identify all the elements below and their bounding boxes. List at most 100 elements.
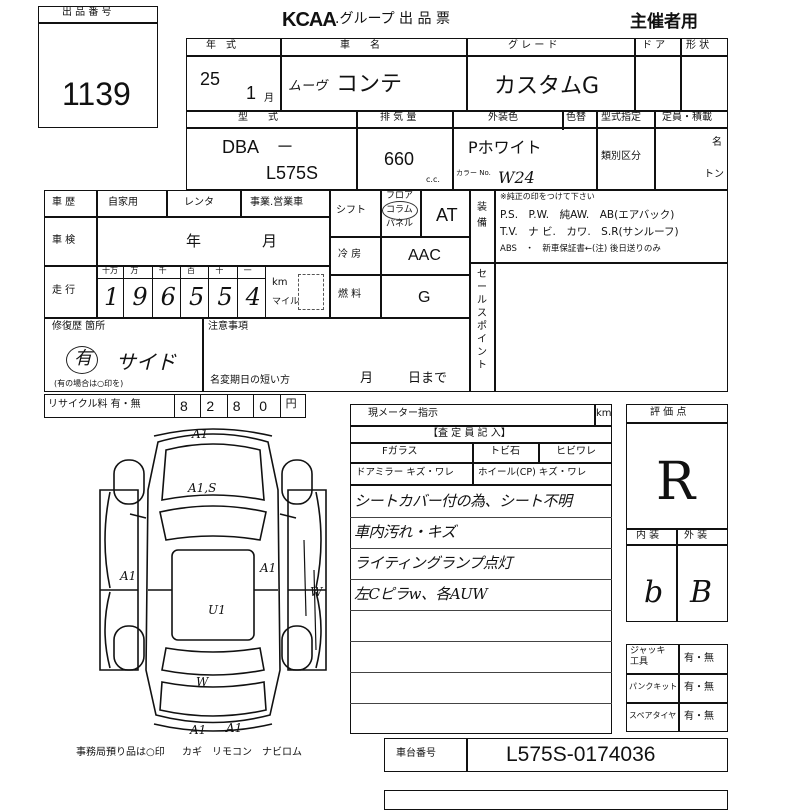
mileage-label: 走 行 bbox=[52, 285, 76, 296]
car-name-value: コンテ bbox=[336, 72, 403, 97]
mileage-unit-checkbox bbox=[298, 274, 324, 310]
organizer-label: 主催者用 bbox=[630, 12, 698, 32]
chassis-number: L575S-0174036 bbox=[506, 743, 656, 766]
mileage-digit: 6 bbox=[160, 283, 176, 311]
tons-unit: トン bbox=[704, 169, 724, 180]
door-label: ド ア bbox=[642, 40, 666, 51]
brand-logo: KCAA bbox=[282, 9, 337, 31]
form-title: .グループ 出 品 票 bbox=[335, 11, 450, 27]
interior-value: b bbox=[644, 575, 664, 610]
damage-mark-tailgate: W bbox=[196, 675, 210, 689]
category-label: 類別区分 bbox=[601, 151, 641, 162]
type-spec-label: 型式指定 bbox=[601, 112, 641, 123]
recycle-label: リサイクル料 有・無 bbox=[48, 399, 141, 410]
mileage-place-label: 十万 bbox=[102, 266, 118, 275]
shaken-label: 車 検 bbox=[52, 235, 76, 246]
persons-unit: 名 bbox=[712, 137, 722, 148]
office-note: 事務局預り品は○印 bbox=[76, 747, 165, 758]
rating-label: 評 価 点 bbox=[650, 407, 687, 418]
vehicle-info-grid bbox=[186, 38, 728, 190]
recycle-row bbox=[44, 394, 306, 418]
mileage-digit: 5 bbox=[217, 283, 233, 311]
damage-mark-front: A1 bbox=[191, 427, 208, 441]
color-no-value: W24 bbox=[498, 168, 535, 187]
mileage-place-label: 十 bbox=[215, 266, 224, 275]
equipment-line2: T.V. ナ ビ. カワ. S.R(サンルーフ) bbox=[500, 226, 679, 238]
model-value-prefix: DBA － bbox=[222, 137, 295, 157]
mileage-km-unit: km bbox=[272, 277, 288, 288]
notes-label: 注意事項 bbox=[208, 321, 248, 332]
model-value: L575S bbox=[266, 163, 319, 183]
exterior-label: 外 装 bbox=[684, 530, 708, 541]
meter-unit: km bbox=[596, 408, 612, 419]
recycle-digit: 8 bbox=[232, 398, 241, 414]
month-value: 1 bbox=[246, 83, 257, 103]
color-no-label: カラー No. bbox=[456, 169, 491, 177]
color-value: Pホワイト bbox=[468, 138, 542, 157]
tobi-ishi-label: トビ石 bbox=[490, 446, 520, 457]
f-glass-label: Fガラス bbox=[382, 446, 418, 457]
damage-mark-rear-left: A1 bbox=[189, 723, 206, 737]
body-label: 形 状 bbox=[686, 40, 710, 51]
shift-value: AT bbox=[436, 205, 458, 225]
history-label: 車 歴 bbox=[52, 197, 76, 208]
damage-mark-right-door: A1 bbox=[259, 561, 276, 575]
repair-circle bbox=[66, 346, 98, 374]
mileage-digit: 4 bbox=[245, 283, 261, 311]
cc-unit: c.c. bbox=[426, 175, 440, 184]
mileage-place-label: 千 bbox=[158, 266, 167, 275]
recycle-unit: 円 bbox=[285, 398, 297, 410]
exterior-value: B bbox=[690, 575, 713, 610]
chassis-box bbox=[384, 738, 728, 772]
car-name-label: 車 名 bbox=[340, 40, 380, 51]
sales-point-label: セールスポイント bbox=[477, 269, 487, 371]
inspector-note-line: シートカバー付の為、シート不明 bbox=[354, 492, 572, 510]
spare-tire-value: 有・無 bbox=[684, 711, 714, 722]
color-change-label: 色替 bbox=[566, 112, 586, 123]
history-rental: レンタ bbox=[184, 197, 214, 208]
inspector-note-line: ライティングランプ点灯 bbox=[354, 554, 512, 572]
shift-panel: パネル bbox=[386, 219, 414, 229]
aircon-label: 冷 房 bbox=[338, 249, 362, 260]
shift-column-circle bbox=[382, 201, 418, 220]
car-damage-diagram: A1 A1,S A1 A1 U1 W A1 A1 W bbox=[99, 427, 327, 737]
shaken-year-unit: 年 bbox=[186, 232, 202, 250]
recycle-digit: 0 bbox=[259, 398, 267, 414]
mileage-place-label: 一 bbox=[243, 266, 252, 275]
spare-tire-label: スペアタイヤ bbox=[629, 711, 677, 720]
puncture-kit-label: パンクキット bbox=[629, 682, 678, 691]
capacity-label: 定員・積載 bbox=[662, 112, 712, 123]
rating-value: R bbox=[656, 452, 696, 512]
damage-mark-hood: A1,S bbox=[187, 481, 216, 495]
equipment-line3: ABS ・ 新車保証書←(注) 後日送りのみ bbox=[500, 244, 661, 254]
inspector-handwritten-notes: シートカバー付の為、シート不明車内汚れ・キズライティングランプ点灯左Cピラw、各… bbox=[350, 486, 612, 734]
shift-floor: フロア bbox=[386, 191, 414, 201]
equipment-line1: P.S. P.W. 純AW. AB(エアバック) bbox=[500, 209, 675, 221]
mileage-cell: 十万 1 bbox=[96, 265, 125, 318]
meter-label: 現メーター指示 bbox=[368, 408, 438, 419]
equipment-note: ※純正の印をつけて下さい bbox=[500, 192, 595, 201]
history-private: 自家用 bbox=[108, 197, 138, 208]
repair-handwritten: サイド bbox=[116, 350, 176, 374]
bottom-box-edge bbox=[384, 790, 728, 810]
mileage-digit: 1 bbox=[104, 283, 120, 311]
model-label: 型 式 bbox=[238, 112, 278, 123]
lot-number: 1139 bbox=[62, 76, 131, 112]
shift-label: シフト bbox=[336, 205, 366, 216]
meter-box bbox=[350, 404, 612, 426]
grade-value: カスタムG bbox=[494, 74, 600, 99]
mileage-digit: 5 bbox=[189, 283, 205, 311]
displacement-value: 660 bbox=[384, 149, 415, 169]
equipment-block bbox=[470, 190, 728, 392]
repair-label: 修復歴 箇所 bbox=[52, 321, 106, 332]
hibi-ware-label: ヒビワレ bbox=[556, 446, 596, 457]
damage-mark-rear-right: A1 bbox=[225, 721, 242, 735]
equipment-label: 装 備 bbox=[477, 202, 487, 229]
fuel-value: G bbox=[418, 289, 431, 306]
shaken-month-unit: 月 bbox=[262, 232, 278, 250]
jack-value: 有・無 bbox=[684, 653, 714, 664]
